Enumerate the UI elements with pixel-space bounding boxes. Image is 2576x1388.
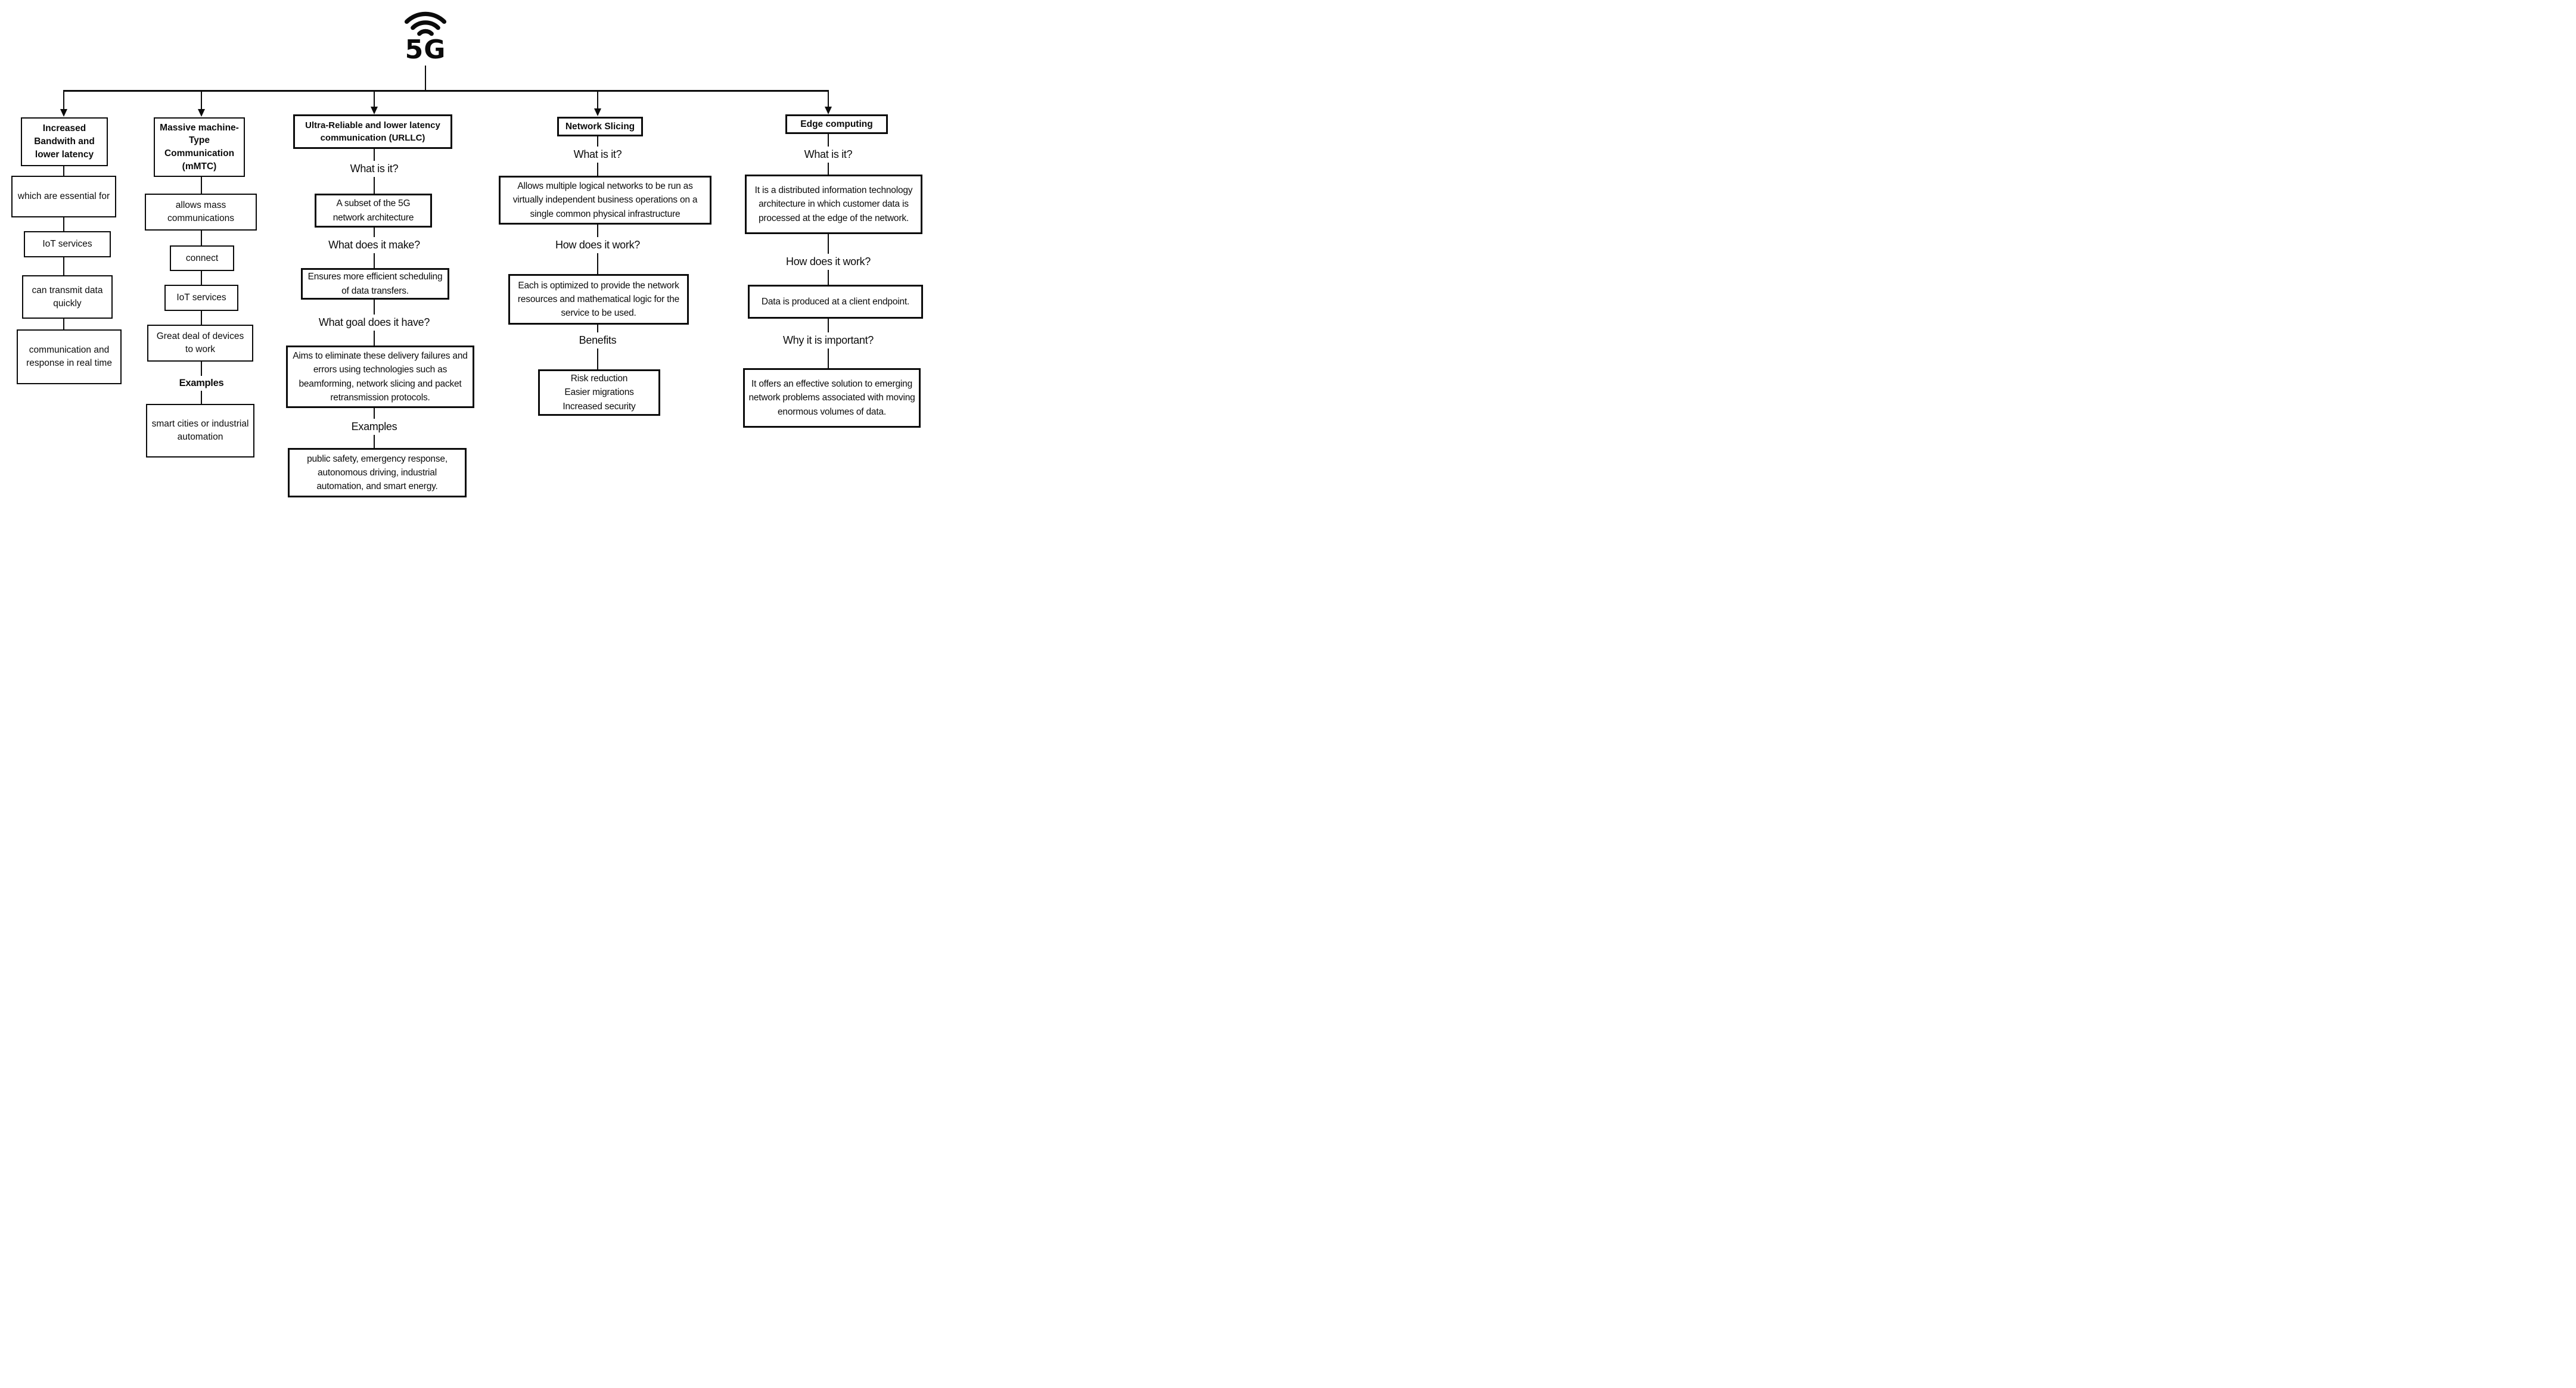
box-urllc-examples: public safety, emergency response, auton… (288, 448, 467, 497)
wifi-signal-icon (404, 11, 447, 36)
box-transmit-quickly: can transmit data quickly (22, 275, 113, 319)
box-logical-networks: Allows multiple logical networks to be r… (499, 176, 711, 225)
connector-line (374, 331, 375, 346)
connector-line (201, 271, 202, 285)
connector-line (63, 166, 64, 176)
label-how-does-it-work-edge: How does it work? (786, 256, 871, 267)
label-what-does-it-make: What does it make? (328, 239, 420, 251)
box-iot-services-2: IoT services (164, 285, 238, 311)
connector-line (201, 231, 202, 245)
connector-line (374, 253, 375, 268)
connector-line (201, 91, 202, 110)
connector-line (201, 177, 202, 194)
label-examples-mmtc: Examples (179, 378, 224, 388)
box-distributed-architecture: It is a distributed information technolo… (745, 175, 922, 234)
box-realtime-communication: communication and response in real time (17, 329, 122, 384)
label-examples-urllc: Examples (351, 421, 397, 432)
header-increased-bandwidth: Increased Bandwith and lower latency (21, 117, 108, 166)
connector-line (374, 91, 375, 107)
header-urllc: Ultra-Reliable and lower latency communi… (293, 114, 452, 149)
connector-line (63, 217, 64, 231)
label-what-is-it-urllc: What is it? (350, 163, 399, 175)
arrow-down-icon (198, 109, 205, 117)
arrow-down-icon (371, 107, 378, 114)
connector-line (597, 253, 598, 274)
connector-line (63, 319, 64, 329)
box-effective-solution: It offers an effective solution to emerg… (743, 368, 921, 428)
connector-line (63, 257, 64, 275)
box-efficient-scheduling: Ensures more efficient scheduling of dat… (301, 268, 449, 300)
connector-line (597, 163, 598, 176)
box-iot-services-1: IoT services (24, 231, 111, 257)
connector-line (374, 177, 375, 194)
connector-line (828, 163, 829, 175)
connector-line (597, 91, 598, 108)
box-benefits-list: Risk reduction Easier migrations Increas… (538, 369, 660, 416)
box-client-endpoint: Data is produced at a client endpoint. (748, 285, 923, 319)
label-what-is-it-edge: What is it? (804, 148, 853, 160)
connector-line (425, 66, 426, 91)
benefit-item: Easier migrations (564, 387, 634, 398)
label-why-important: Why it is important? (782, 334, 874, 346)
connector-line (374, 149, 375, 161)
connector-line (828, 91, 829, 107)
box-smart-cities: smart cities or industrial automation (146, 404, 254, 458)
connector-line (597, 348, 598, 369)
connector-line (374, 228, 375, 237)
connector-line (828, 270, 829, 285)
arrow-down-icon (825, 107, 832, 114)
connector-line (63, 90, 829, 92)
box-mass-communications: allows mass communications (145, 194, 257, 231)
connector-line (201, 391, 202, 404)
benefit-item: Risk reduction (570, 374, 628, 384)
5g-logo-label: 5G (405, 35, 446, 65)
connector-line (828, 234, 829, 254)
header-mmtc: Massive machine-Type Communication (mMTC… (154, 117, 245, 177)
box-subset-5g: A subset of the 5G network architecture (315, 194, 432, 228)
label-what-goal: What goal does it have? (318, 316, 430, 328)
connector-line (597, 325, 598, 332)
label-how-does-it-work-slicing: How does it work? (555, 239, 640, 251)
connector-line (828, 348, 829, 368)
header-edge-computing: Edge computing (785, 114, 888, 134)
label-benefits: Benefits (579, 334, 617, 346)
box-essential-for: which are essential for (11, 176, 116, 217)
connector-line (828, 319, 829, 332)
connector-line (828, 134, 829, 147)
connector-line (597, 225, 598, 237)
diagram-canvas: 5G Increased Bandwith and lower latency … (0, 0, 930, 501)
connector-line (374, 300, 375, 315)
box-optimized-resources: Each is optimized to provide the network… (508, 274, 689, 325)
label-what-is-it-slicing: What is it? (573, 148, 622, 160)
connector-line (201, 311, 202, 325)
box-connect: connect (170, 245, 234, 271)
arrow-down-icon (594, 108, 601, 116)
connector-line (63, 91, 64, 110)
box-devices-to-work: Great deal of devices to work (147, 325, 253, 362)
connector-line (597, 136, 598, 147)
connector-line (374, 435, 375, 448)
box-aims-eliminate: Aims to eliminate these delivery failure… (286, 346, 474, 408)
benefit-item: Increased security (563, 401, 636, 412)
header-network-slicing: Network Slicing (557, 117, 643, 136)
connector-line (374, 408, 375, 419)
connector-line (201, 362, 202, 376)
arrow-down-icon (60, 109, 67, 117)
